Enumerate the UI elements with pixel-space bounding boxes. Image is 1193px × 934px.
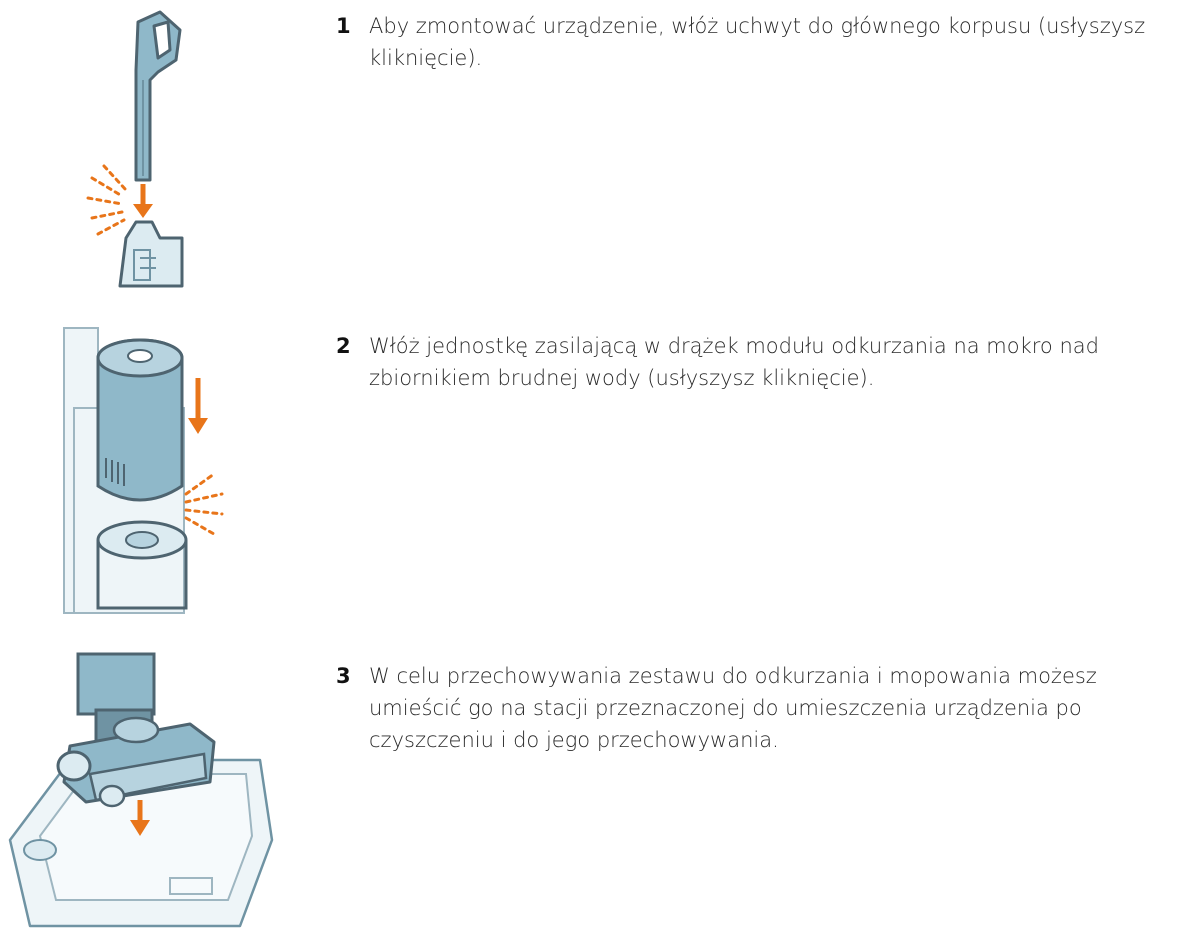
step-2: 2 Włóż jednostkę zasilającą w drążek mod… [0, 318, 1193, 618]
handle-insert-icon [86, 10, 184, 288]
step-2-number: 2 [336, 334, 351, 358]
step-1-instruction: Aby zmontować urządzenie, włóż uchwyt do… [369, 14, 1146, 70]
step-3-instruction: W celu przechowywania zestawu do odkurza… [369, 664, 1097, 752]
step-3: 3 W celu przechowywania zestawu do odkur… [0, 650, 1193, 934]
step-1-number: 1 [336, 14, 351, 38]
step-1-text: 1 Aby zmontować urządzenie, włóż uchwyt … [336, 10, 1186, 74]
docking-station-icon [8, 652, 274, 928]
step-3-text: 3 W celu przechowywania zestawu do odkur… [336, 660, 1186, 756]
step-2-text: 2 Włóż jednostkę zasilającą w drążek mod… [336, 330, 1186, 394]
step-2-instruction: Włóż jednostkę zasilającą w drążek moduł… [369, 334, 1099, 390]
power-unit-insert-icon [63, 327, 224, 614]
step-3-number: 3 [336, 664, 351, 688]
step-1: 1 Aby zmontować urządzenie, włóż uchwyt … [0, 0, 1193, 300]
